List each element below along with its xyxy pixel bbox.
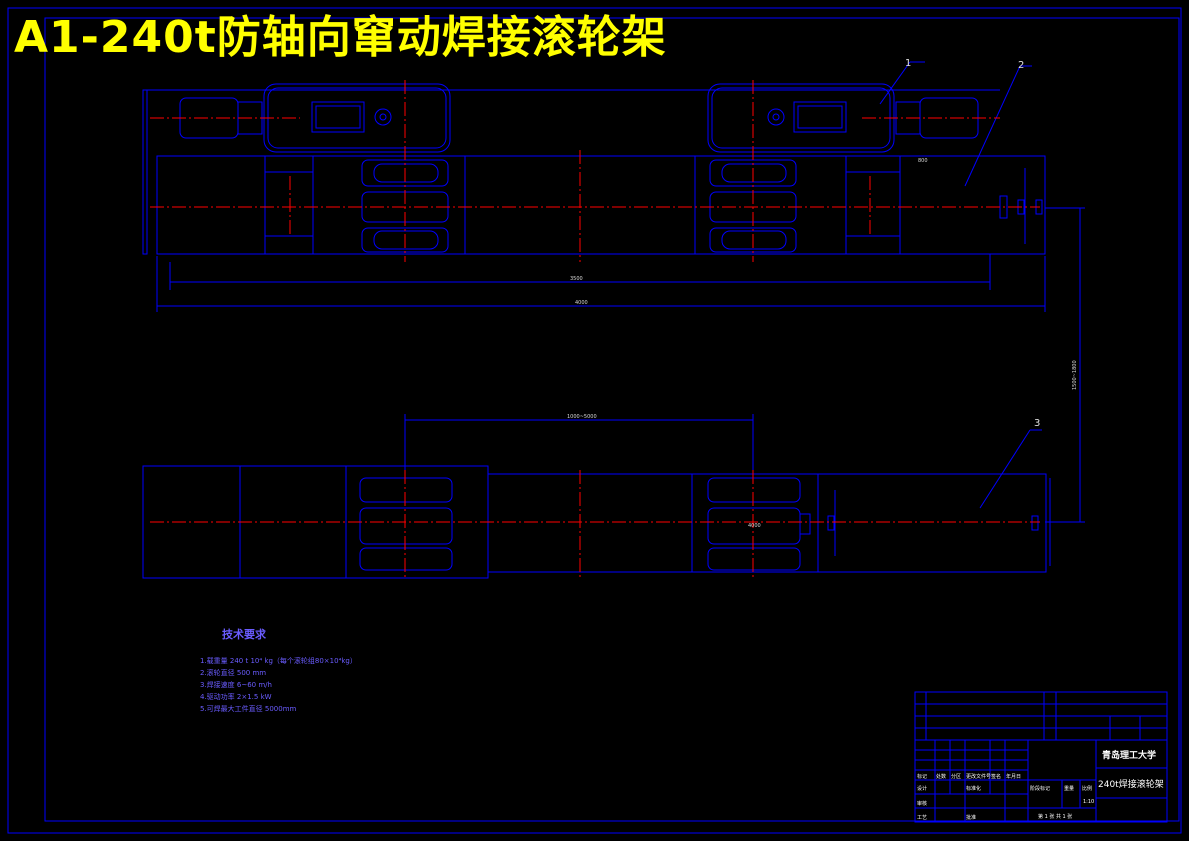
part-labels: 1 2 3 [905,58,1040,429]
part-label-1: 1 [905,58,911,69]
dimension-texts: 3500 4000 1000~5000 800 1500~1800 4000 [567,158,1078,529]
cell-label: 比例 [1082,785,1092,792]
dimension-text: 1500~1800 [1072,360,1078,390]
bottom-base-right [817,473,1047,573]
column-label: 更改文件号 [966,773,991,780]
row-label: 设计 [917,785,927,792]
row-label: 工艺 [917,815,927,821]
part-label-3: 3 [1034,418,1040,429]
institution-name: 青岛理工大学 [1102,749,1156,761]
row-label: 审核 [917,800,927,807]
title-block-text: 青岛理工大学 240t焊接滚轮架 1:10 第 1 张 共 1 张 标记 设计 … [917,749,1164,821]
cell-label: 标准化 [966,785,981,792]
tech-requirement-item: 2.滚轮直径 500 mm [200,668,266,677]
bottom-view [142,414,1085,579]
bottom-view-centerlines [150,470,1040,580]
column-label: 处数 [936,773,946,780]
sheet-info: 第 1 张 共 1 张 [1038,813,1072,820]
tech-requirement-item: 4.驱动功率 2×1.5 kW [200,692,272,701]
column-label: 分区 [951,773,961,780]
dimension-text: 3500 [570,276,583,282]
dimension-text: 800 [918,158,928,164]
part-label-2: 2 [1018,60,1024,71]
tech-requirement-item: 5.可焊最大工件直径 5000mm [200,704,297,713]
dimension-text: 4000 [748,523,761,529]
tech-requirements: 技术要求 1.载重量 240 t 10⁴ kg（每个滚轮组80×10⁴kg） 2… [200,627,357,713]
tech-requirements-heading: 技术要求 [222,627,267,641]
top-view [142,61,1085,522]
top-view-centerlines [150,80,1040,262]
column-label: 年月日 [1006,773,1021,780]
cell-label: 重量 [1064,785,1074,792]
drawing-title: A1-240t防轴向窜动焊接滚轮架 [14,12,667,63]
top-base-frame [156,155,1046,255]
tech-requirement-item: 3.焊接速度 6~60 m/h [200,680,272,689]
drawing-name: 240t焊接滚轮架 [1098,778,1164,790]
sheet-outer-border [7,7,1182,834]
dimension-text: 1000~5000 [567,414,597,420]
row-label: 标记 [917,773,927,780]
column-label: 签名 [991,773,1001,780]
dimension-text: 4000 [575,300,588,306]
sheet-inner-border [44,17,1180,822]
scale-value: 1:10 [1083,799,1094,805]
tech-requirement-item: 1.载重量 240 t 10⁴ kg（每个滚轮组80×10⁴kg） [200,656,357,665]
cell-label: 阶段标记 [1030,785,1050,792]
cell-label: 批准 [966,814,976,821]
bottom-base-middle [487,473,819,573]
title-block [914,691,1168,823]
